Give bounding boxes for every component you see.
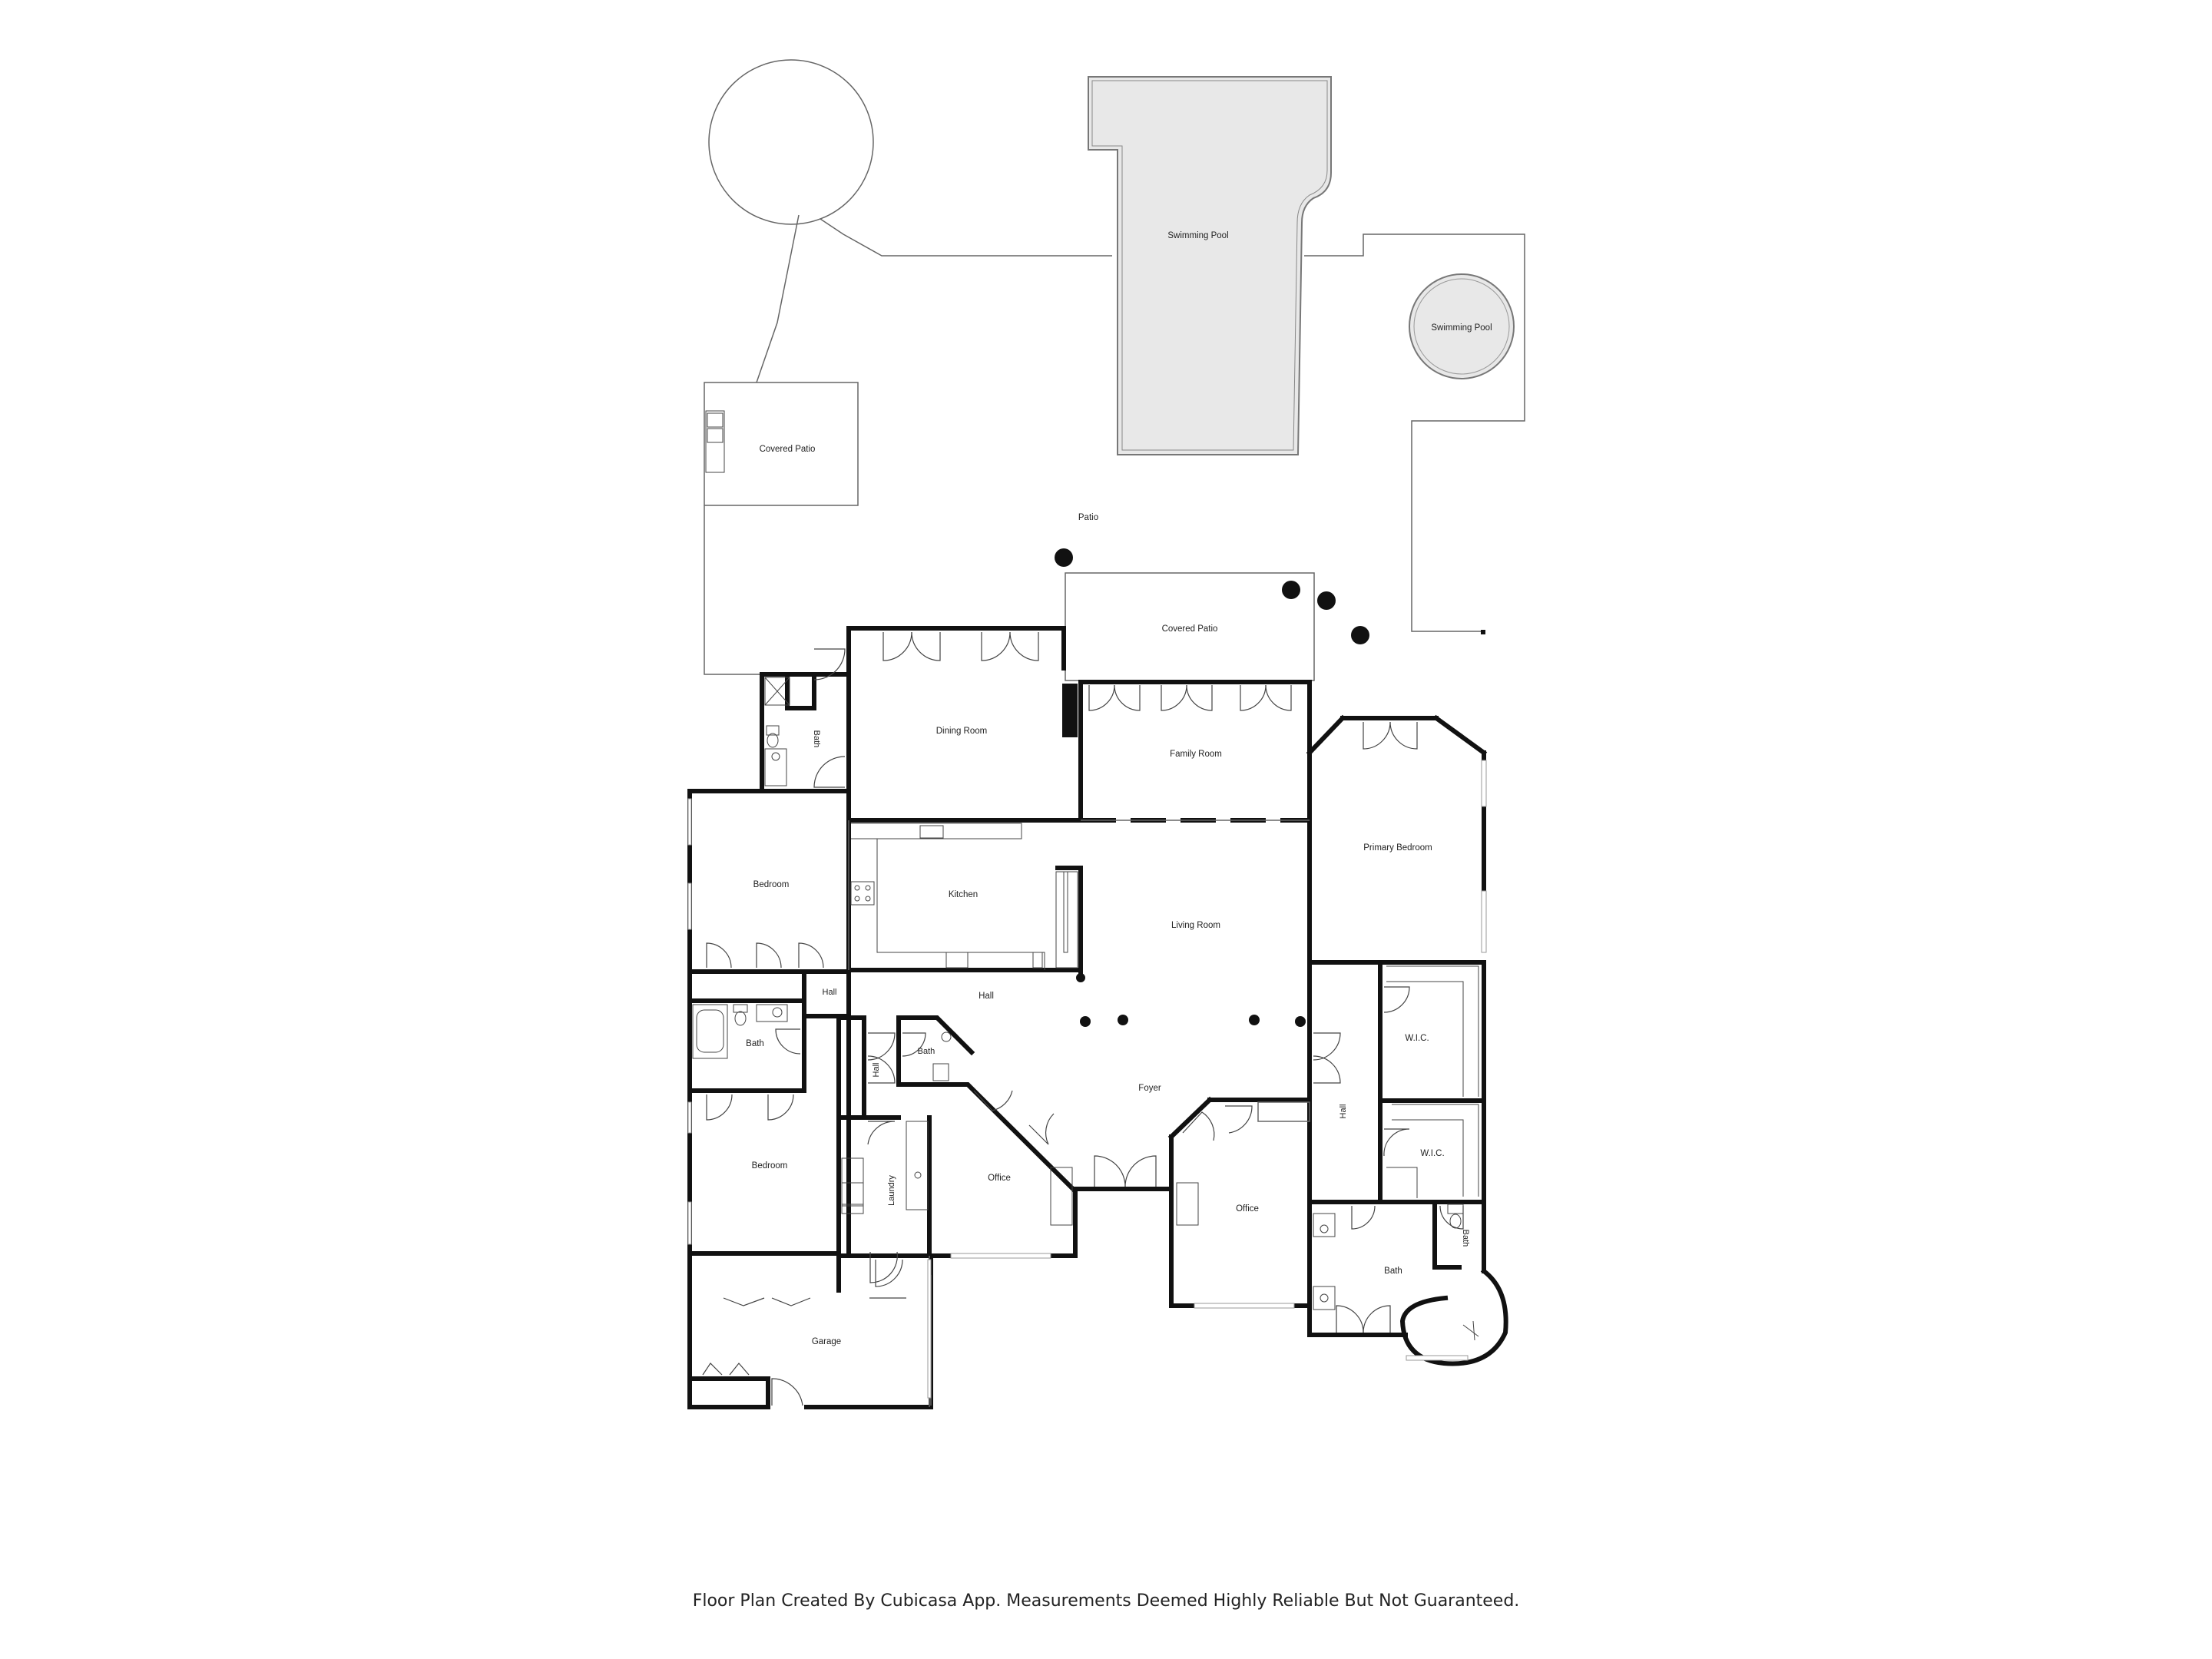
room-label-covered-patio-west: Covered Patio: [760, 445, 816, 454]
sink-icon: [1313, 1286, 1336, 1310]
room-label-bath-center: Bath: [918, 1047, 935, 1056]
column: [1317, 591, 1336, 610]
interior-column: [1076, 973, 1085, 982]
desk-icon: [1176, 1182, 1199, 1226]
room-label-bedroom-south: Bedroom: [752, 1161, 788, 1171]
windows: [687, 760, 1487, 1399]
room-label-dining-room: Dining Room: [936, 727, 987, 736]
room-label-kitchen: Kitchen: [949, 890, 978, 899]
column: [1351, 626, 1369, 644]
room-label-garage: Garage: [812, 1337, 841, 1346]
room-label-hall-vertical: Hall: [872, 1063, 881, 1078]
garden-circle: [708, 59, 874, 225]
room-label-bath-primary: Bath: [1384, 1267, 1402, 1276]
room-label-hall-east: Hall: [1339, 1104, 1348, 1119]
interior-column: [1080, 1016, 1091, 1027]
room-label-patio: Patio: [1078, 513, 1098, 522]
footer-disclaimer: Floor Plan Created By Cubicasa App. Meas…: [692, 1591, 1520, 1611]
interior-column: [1249, 1015, 1260, 1025]
stove-icon: [850, 881, 875, 906]
wic-shelves: [1386, 965, 1479, 1198]
kitchen-counters: [850, 823, 1078, 970]
swimming-pool-large-inner: [1091, 80, 1328, 451]
room-label-swimming-pool-large: Swimming Pool: [1167, 231, 1228, 240]
swimming-pool-round-inner: [1413, 278, 1510, 375]
column: [1055, 548, 1073, 567]
grill-icon: [705, 410, 725, 473]
room-label-wic-upper: W.I.C.: [1405, 1034, 1429, 1043]
patio-perimeter: [704, 233, 1525, 675]
laundry-appliances: [841, 1121, 929, 1214]
room-label-office-west: Office: [988, 1174, 1011, 1183]
column: [1282, 581, 1300, 599]
room-labels: Swimming Pool Swimming Pool Covered Pati…: [746, 231, 1492, 1346]
interior-column: [1118, 1015, 1128, 1025]
room-label-foyer: Foyer: [1138, 1084, 1161, 1093]
fireplace-icon: [1062, 684, 1078, 737]
interior-column: [1295, 1016, 1306, 1027]
room-label-bath-west: Bath: [746, 1039, 764, 1048]
outdoor-outlines: [704, 59, 1525, 681]
bathtub-icon: [692, 1004, 728, 1059]
room-label-bath-north: Bath: [812, 730, 821, 748]
shower-icon: [1462, 1320, 1479, 1341]
room-label-primary-bedroom: Primary Bedroom: [1363, 843, 1432, 853]
fixtures: [692, 677, 1479, 1341]
sink-icon: [756, 1004, 788, 1022]
kitchen-sink-icon: [919, 825, 944, 839]
room-label-bath-tiny: Bath: [1461, 1230, 1470, 1247]
toilet-icon: [733, 1004, 748, 1026]
room-label-family-room: Family Room: [1170, 750, 1222, 759]
swimming-pool-large: [1088, 76, 1332, 455]
room-label-office-east: Office: [1236, 1204, 1259, 1214]
room-label-hall-center: Hall: [979, 992, 994, 1001]
toilet-icon: [932, 1063, 949, 1081]
garden-path: [756, 214, 1112, 383]
sink-icon: [764, 748, 787, 786]
doors: [702, 631, 1464, 1406]
room-label-bedroom-north: Bedroom: [753, 880, 790, 889]
room-label-laundry: Laundry: [887, 1175, 896, 1206]
room-label-swimming-pool-round: Swimming Pool: [1431, 323, 1492, 333]
shower-icon: [764, 677, 790, 706]
sink-icon: [941, 1031, 952, 1042]
swimming-pool-round: [1409, 273, 1515, 379]
room-label-living-room: Living Room: [1171, 921, 1220, 930]
room-label-hall-small: Hall: [823, 988, 837, 997]
room-label-covered-patio-center: Covered Patio: [1162, 624, 1218, 634]
corner-post: [1481, 630, 1485, 634]
desk-icon: [1050, 1167, 1073, 1226]
room-label-wic-lower: W.I.C.: [1420, 1149, 1444, 1158]
toilet-icon: [766, 725, 780, 748]
bathtub-icon: [1313, 1213, 1336, 1237]
covered-patio-west-outline: [704, 382, 859, 506]
toilet-icon: [1447, 1204, 1464, 1229]
